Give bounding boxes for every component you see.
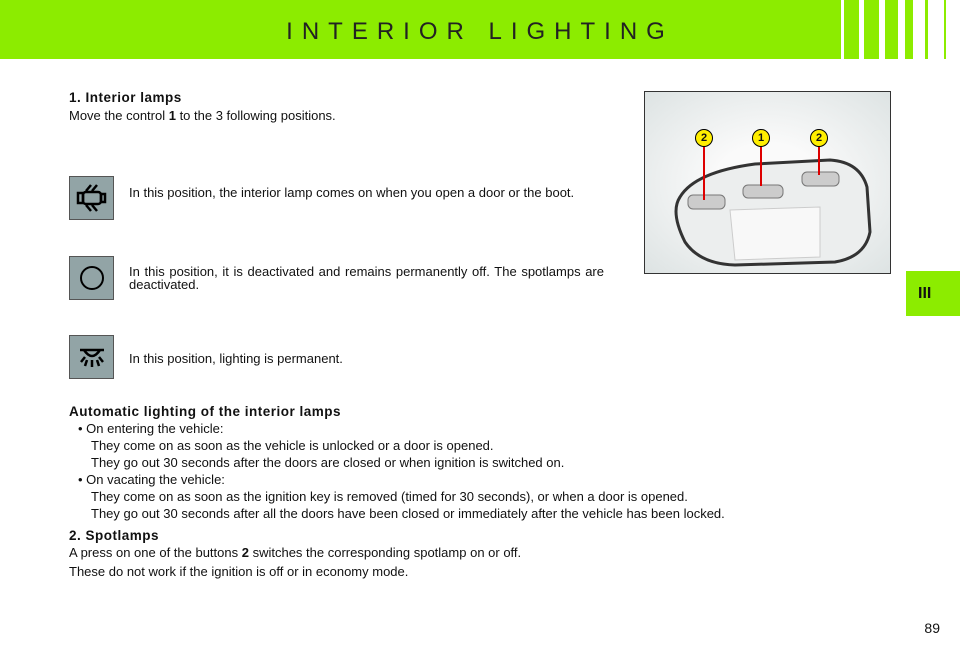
off-circle-icon [69, 256, 114, 300]
header-stripe [905, 0, 913, 59]
chapter-tab[interactable]: III [906, 271, 960, 316]
intro-post: to the 3 following positions. [175, 108, 336, 123]
detail-line: They come on as soon as the vehicle is u… [91, 438, 494, 453]
ceiling-lamp-figure: 2 1 2 [644, 91, 891, 274]
intro-pre: Move the control [69, 108, 169, 123]
position-desc-on: In this position, lighting is permanent. [129, 351, 343, 366]
callout-2-right: 2 [810, 129, 828, 147]
section-heading-automatic: Automatic lighting of the interior lamps [69, 404, 342, 419]
detail-line: They come on as soon as the ignition key… [91, 489, 688, 504]
bullet-text: • On entering the vehicle: [78, 421, 224, 436]
section-heading-interior-lamps: 1. Interior lamps [69, 90, 182, 105]
line1-pre: A press on one of the buttons [69, 545, 242, 560]
spotlamps-line2: These do not work if the ignition is off… [69, 564, 409, 579]
position-desc-door: In this position, the interior lamp come… [129, 185, 575, 200]
header-stripe [925, 0, 928, 59]
list-item: • On entering the vehicle: They come on a… [78, 420, 725, 471]
callout-2-left: 2 [695, 129, 713, 147]
callout-1: 1 [752, 129, 770, 147]
header-stripe [864, 0, 879, 59]
door-lamp-icon [69, 176, 114, 220]
header-stripe [844, 0, 859, 59]
list-item: • On vacating the vehicle: They come on a… [78, 471, 725, 522]
intro-text: Move the control 1 to the 3 following po… [69, 108, 336, 124]
header-stripe [944, 0, 946, 59]
position-desc-off: In this position, it is deactivated and … [129, 264, 604, 292]
bullet-text: • On vacating the vehicle: [78, 472, 225, 487]
detail-line: They go out 30 seconds after the doors a… [91, 455, 565, 470]
detail-line: They go out 30 seconds after all the doo… [91, 506, 725, 521]
lamp-on-icon [69, 335, 114, 379]
line1-bold: 2 [241, 545, 249, 560]
page-number: 89 [924, 620, 940, 636]
line1-post: switches the corresponding spotlamp on o… [248, 545, 522, 560]
intro-bold: 1 [168, 108, 176, 123]
page-title: INTERIOR LIGHTING [286, 18, 674, 45]
auto-list: • On entering the vehicle: They come on a… [78, 420, 725, 522]
section-heading-spotlamps: 2. Spotlamps [69, 528, 160, 543]
spotlamps-line1: A press on one of the buttons 2 switches… [69, 545, 521, 561]
header-bar [0, 0, 841, 59]
header-stripe [885, 0, 898, 59]
